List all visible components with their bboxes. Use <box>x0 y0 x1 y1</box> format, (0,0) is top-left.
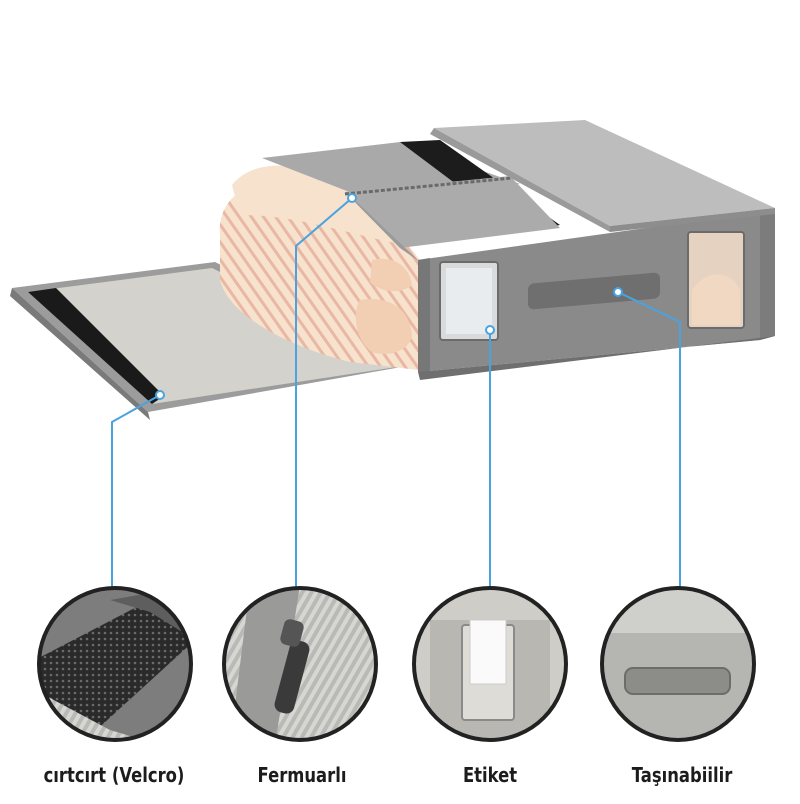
caption-velcro: cırtcırt (Velcro) <box>43 763 185 787</box>
lid-left-front <box>345 176 560 248</box>
zipper-detail-icon <box>222 586 378 742</box>
open-flap <box>10 262 418 420</box>
lid-right <box>434 120 775 226</box>
velcro-detail-icon <box>37 586 193 742</box>
handle-detail-icon <box>600 586 756 742</box>
caption-handle: Taşınabiilir <box>631 763 733 787</box>
handle <box>528 272 660 310</box>
folded-towels <box>219 165 420 370</box>
label-window-detail-icon <box>412 586 568 742</box>
velcro-strip-left <box>28 288 164 404</box>
caption-zipper: Fermuarlı <box>257 763 347 787</box>
callout-dots <box>155 193 623 400</box>
storage-box <box>262 120 775 380</box>
callout-lines <box>111 197 681 590</box>
caption-label: Etiket <box>462 763 518 787</box>
zipper-line <box>344 176 513 196</box>
